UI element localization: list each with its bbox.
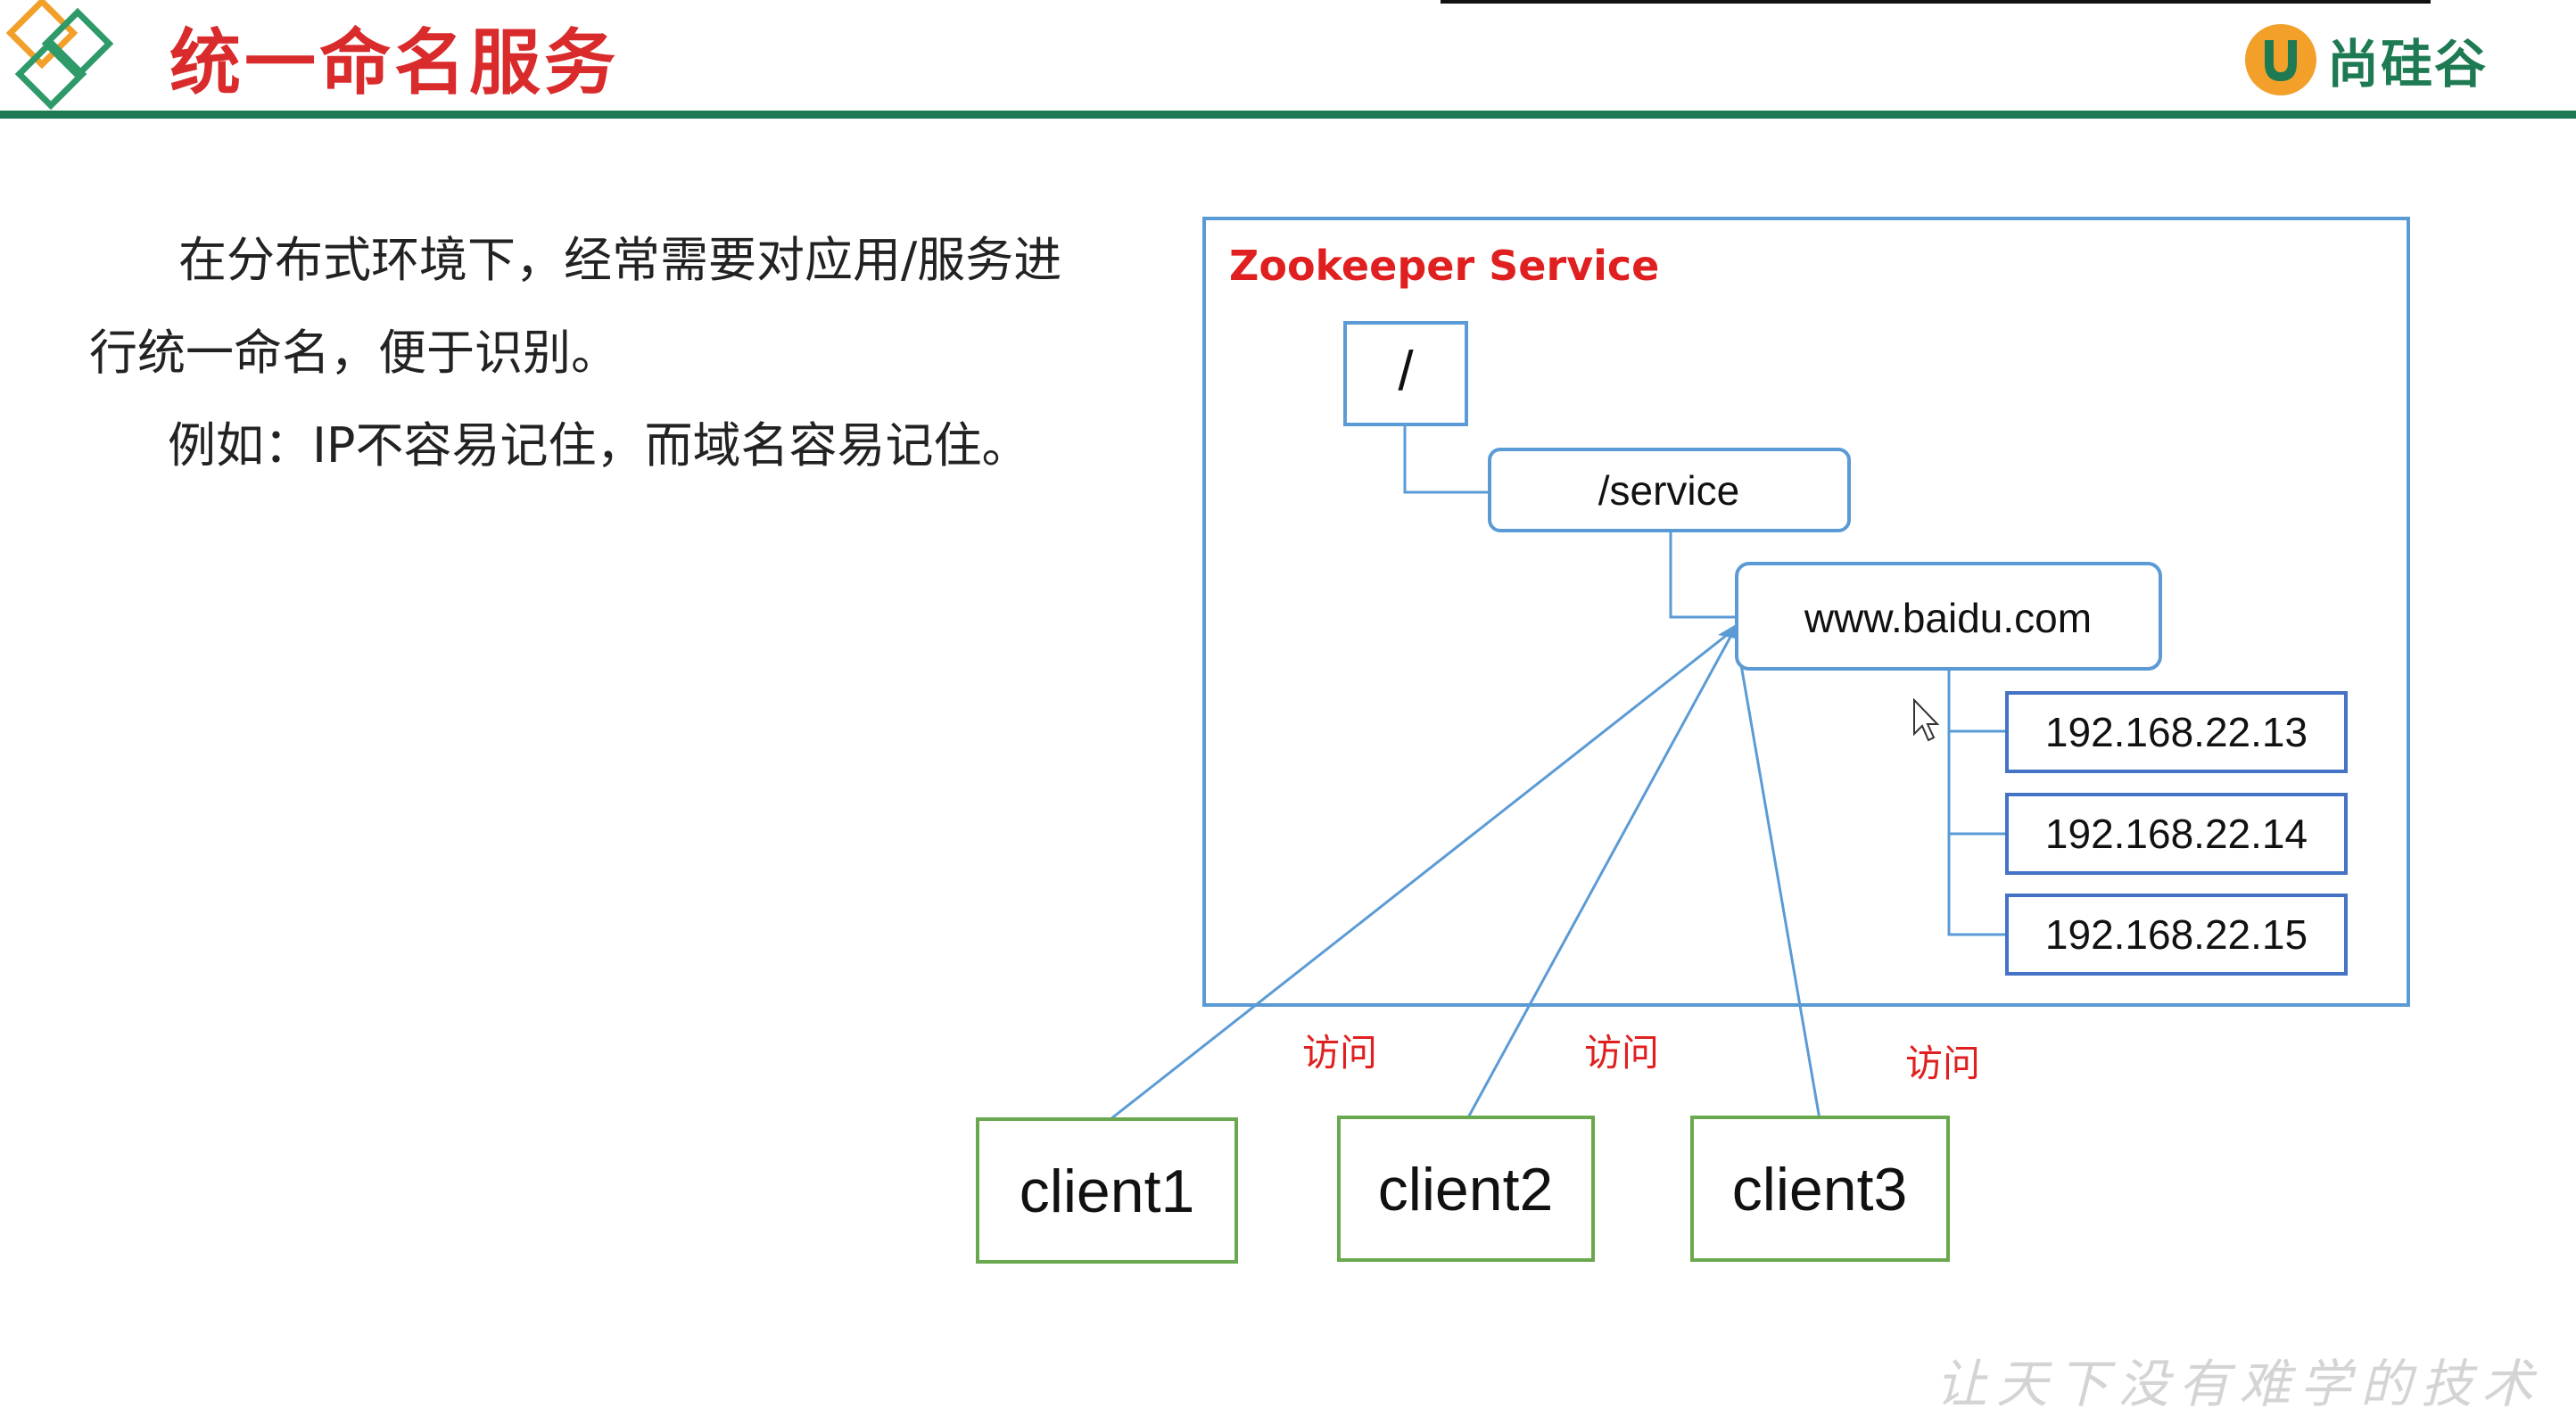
client-node [1690,1116,1950,1262]
client-node [1337,1116,1595,1262]
client-label: client1 [1020,1157,1195,1225]
paragraph-1: 在分布式环境下，经常需要对应用/服务进行统一命名，便于识别。 [89,232,1062,381]
service-label: Zookeeper Service [1229,242,1659,290]
client-label: client3 [1732,1156,1908,1223]
client-node [976,1117,1238,1264]
root-node-label: / [1398,341,1414,402]
brand-logo: 尚硅谷 [2243,20,2488,100]
connector-service-domain [1669,531,1737,619]
root-node [1343,321,1468,426]
access-line-client1 [1110,627,1736,1121]
body-text: 在分布式环境下，经常需要对应用/服务进行统一命名，便于识别。 例如：IP不容易记… [89,214,1106,492]
access-label: 访问 [1302,1031,1377,1075]
ip-node [2005,691,2348,773]
connector-domain-ips [1947,671,2007,936]
paragraph-2: 例如：IP不容易记住，而域名容易记住。 [168,417,1030,474]
access-line-client3 [1733,628,1821,1120]
logo-diamonds-icon [5,0,114,111]
footer-tagline: 让天下没有难学的技术 [1936,1354,2543,1414]
top-rule [1441,0,2431,4]
brand-u-icon [2245,24,2316,95]
connector-root-service [1403,426,1490,494]
ip-node-label: 192.168.22.14 [2045,811,2308,857]
brand-name: 尚硅谷 [2327,34,2489,95]
domain-node [1735,562,2162,671]
zookeeper-service-container [1202,217,2410,1007]
service-node [1488,448,1851,532]
ip-node-label: 192.168.22.15 [2045,911,2308,958]
access-label: 访问 [1584,1031,1659,1075]
ip-node-label: 192.168.22.13 [2045,709,2308,755]
service-node-label: /service [1598,467,1739,514]
mouse-cursor-icon [1913,697,1940,742]
access-label: 访问 [1905,1042,1980,1085]
domain-node-label: www.baidu.com [1804,595,2092,641]
page-title: 统一命名服务 [169,21,619,104]
ip-node [2005,793,2348,875]
client-label: client2 [1378,1156,1554,1223]
header-divider [0,111,2576,119]
access-line-client2 [1466,628,1737,1120]
ip-node [2005,894,2348,976]
